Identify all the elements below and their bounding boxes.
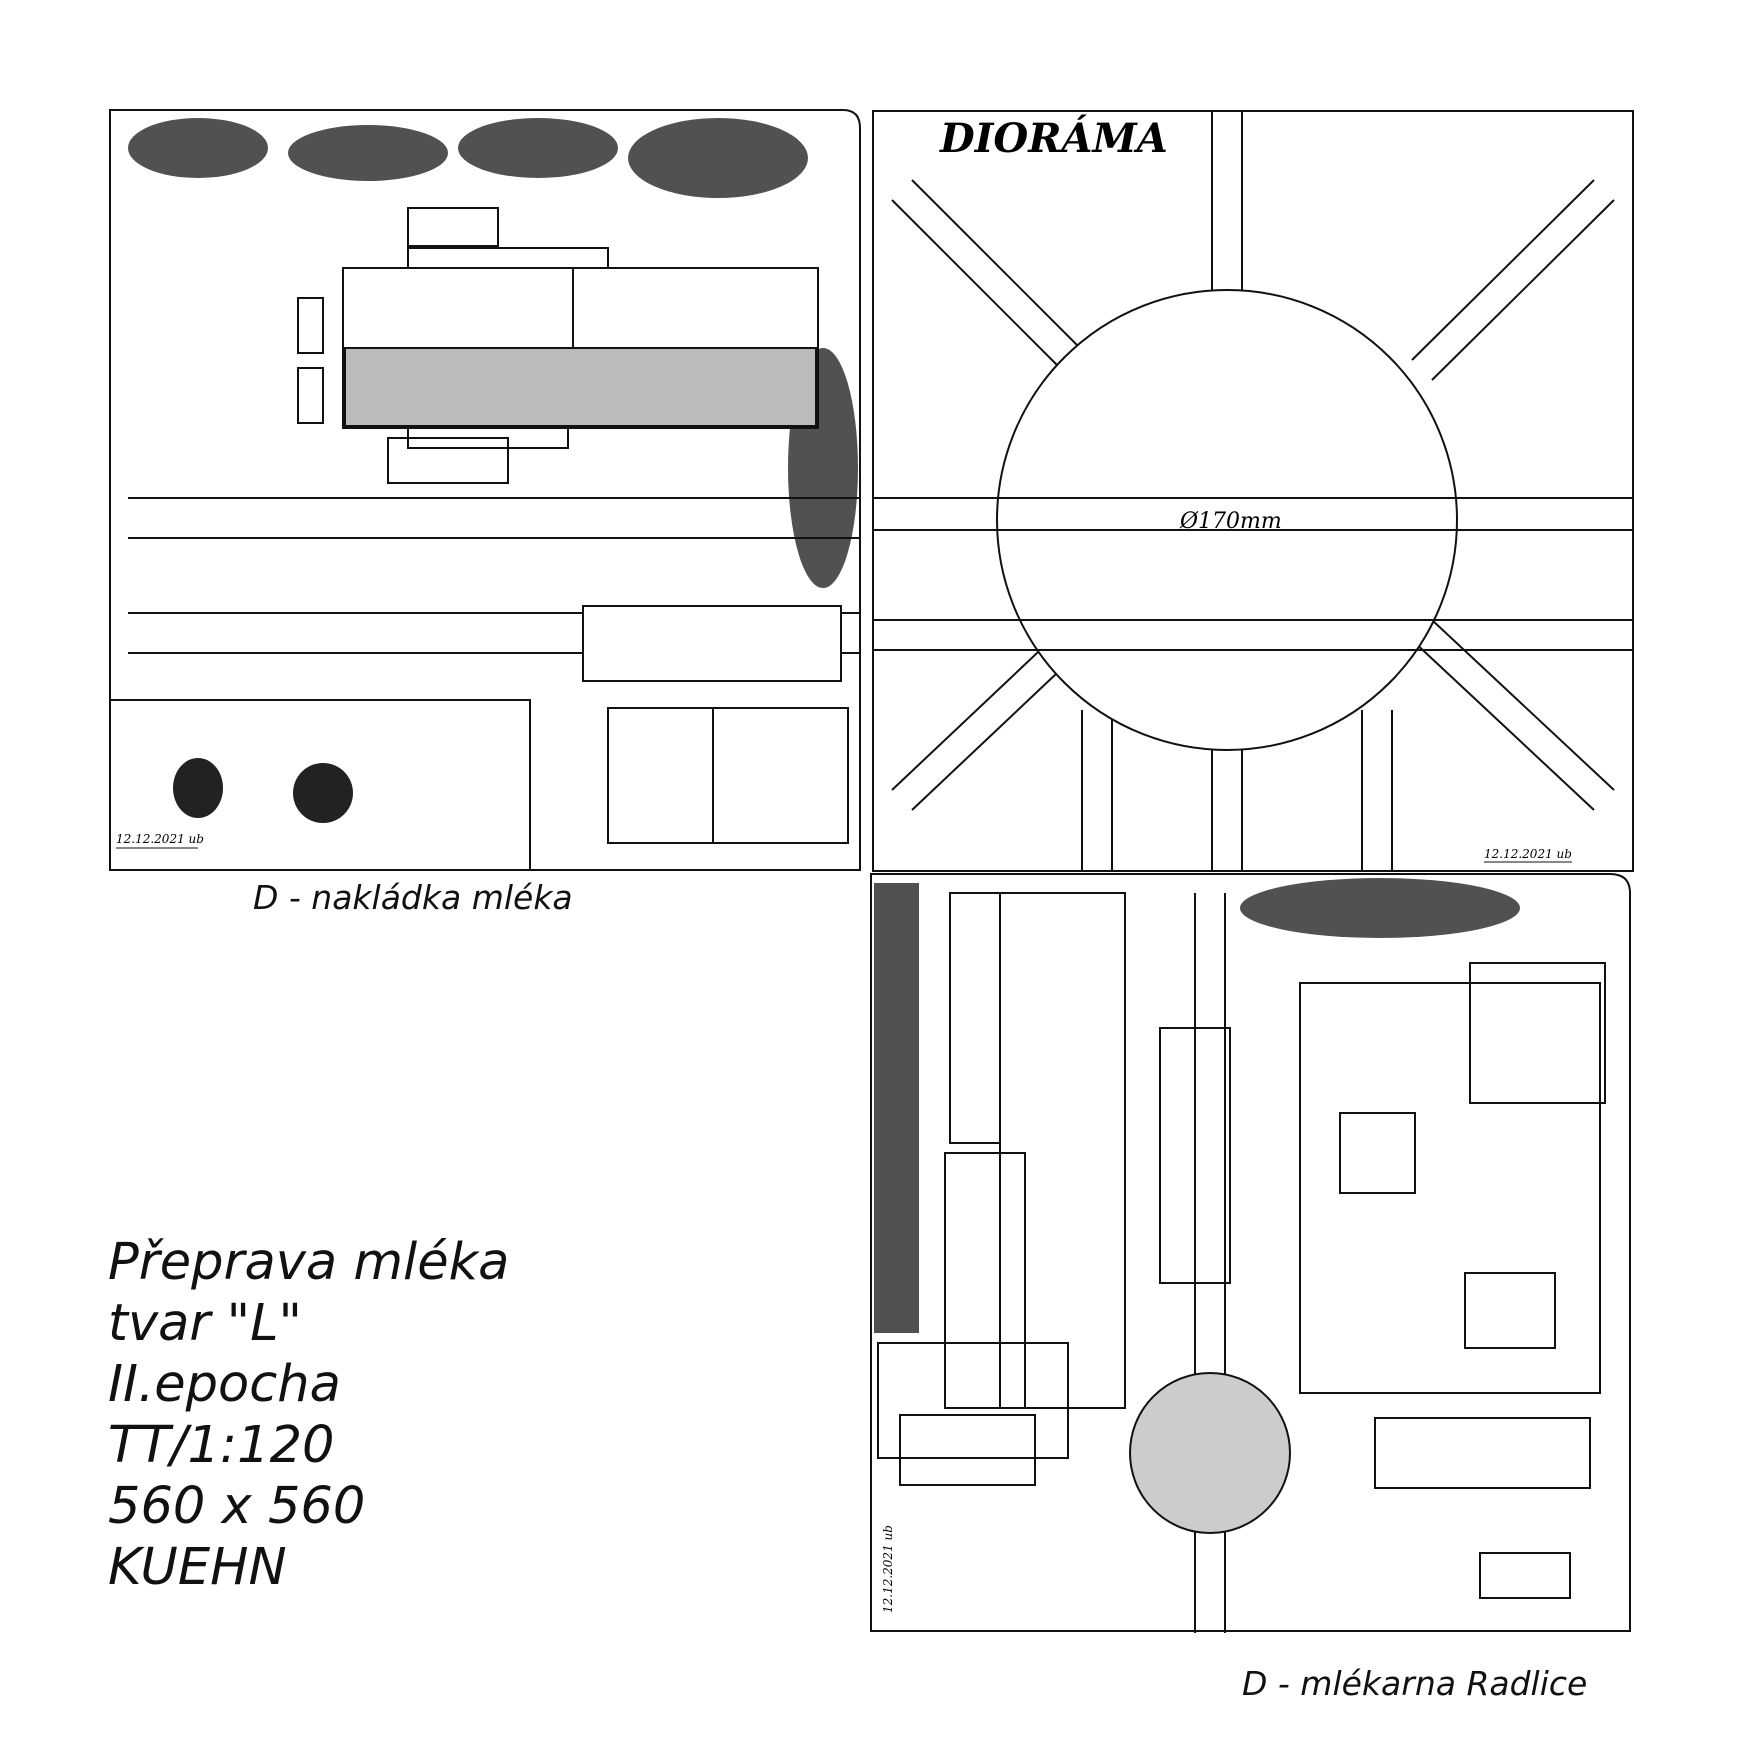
panel-dairy-radlice: 12.12.2021 ub [870, 873, 1631, 1633]
info-title: Přeprava mléka [108, 1233, 510, 1292]
dimension-label: Ø170mm [1179, 509, 1282, 534]
caption-dairy-radlice: D - mlékarna Radlice [1242, 1664, 1588, 1703]
signature: 12.12.2021 ub [1484, 847, 1572, 861]
turntable [996, 289, 1458, 751]
tree-cluster [128, 118, 858, 588]
diorama-title: DIORÁMA [939, 115, 1168, 162]
info-brand: KUEHN [108, 1538, 287, 1597]
signature: 12.12.2021 ub [881, 1525, 895, 1613]
info-shape: tvar "L" [108, 1294, 302, 1353]
caption-milk-loading: D - nakládka mléka [253, 878, 573, 917]
turntable [1129, 1372, 1291, 1534]
signature: 12.12.2021 ub [116, 832, 204, 846]
info-scale: TT/1:120 [108, 1416, 335, 1475]
panel-diorama: DIORÁMA Ø170mm 12.12.2021 ub [872, 110, 1634, 872]
station-building [297, 207, 819, 484]
milk-wagon [582, 605, 842, 682]
info-size: 560 x 560 [108, 1477, 366, 1536]
info-epoch: II.epocha [108, 1355, 341, 1414]
panel-milk-loading: 12.12.2021 ub [109, 109, 861, 871]
project-info: Přeprava mléka tvar "L" II.epocha TT/1:1… [108, 1232, 509, 1598]
